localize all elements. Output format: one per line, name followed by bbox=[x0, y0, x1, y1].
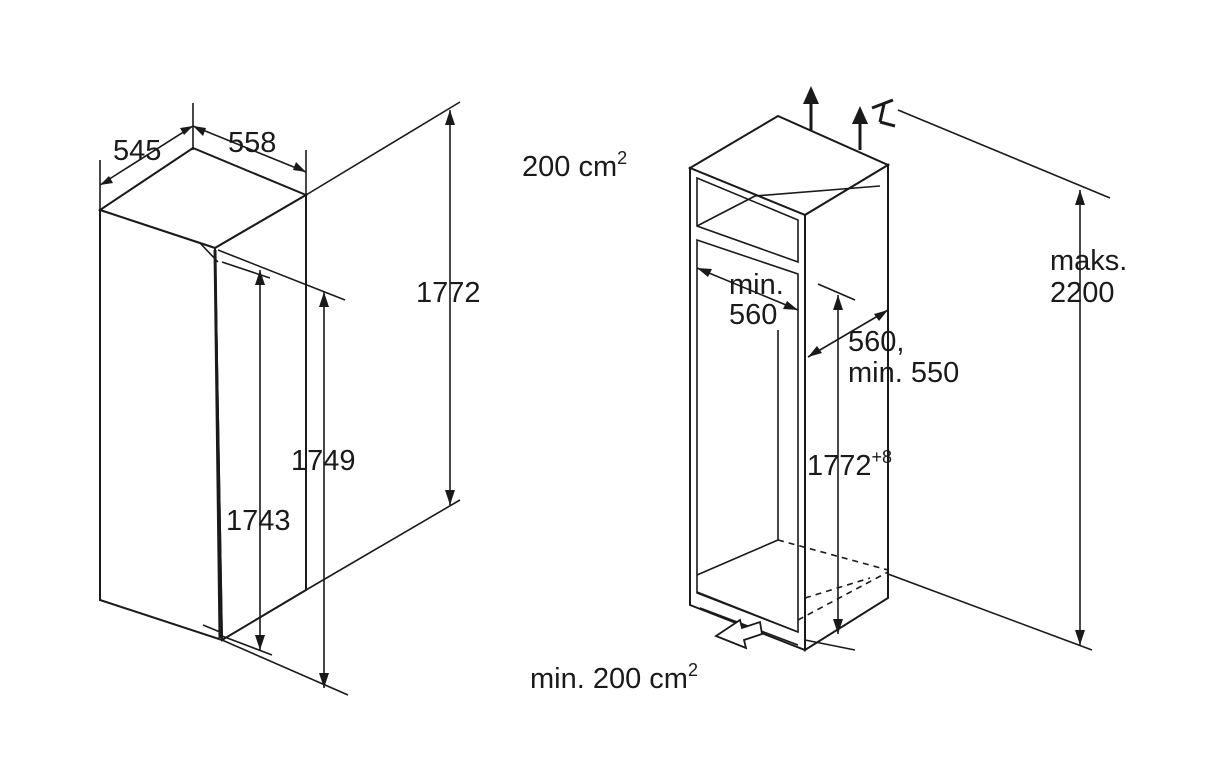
dim-width-arrow-right bbox=[293, 162, 306, 172]
dim-total-ext-bottom bbox=[305, 499, 461, 591]
label-height-door: 1749 bbox=[291, 445, 356, 477]
dim-niche-height-ext-top bbox=[817, 283, 856, 301]
dim-niche-height-arrow-top bbox=[833, 295, 843, 310]
break-symbol-icon bbox=[871, 98, 896, 128]
dim-niche-width-arrow-right bbox=[783, 301, 798, 310]
dim-1749-ext-bottom bbox=[221, 639, 349, 696]
label-niche-width-2: 560 bbox=[729, 299, 777, 331]
label-height-body: 1743 bbox=[226, 505, 291, 537]
label-total-height: 1772 bbox=[416, 277, 481, 309]
dim-depth-arrow-right bbox=[180, 126, 193, 135]
upper-shelf-rear bbox=[754, 185, 881, 197]
dim-1743-arrow-top bbox=[255, 270, 265, 285]
dim-niche-width-arrow-left bbox=[697, 268, 712, 277]
dim-1743-ext-bottom bbox=[221, 635, 273, 656]
label-niche-depth-2: min. 550 bbox=[848, 357, 959, 389]
label-vent-top: 200 cm2 bbox=[522, 148, 627, 183]
cabinet-side-face bbox=[804, 163, 889, 652]
dim-niche-height-ext-bottom bbox=[804, 639, 856, 651]
niche-floor-dashed-1 bbox=[777, 539, 889, 571]
dim-total-ext-top bbox=[305, 101, 461, 196]
dim-total-arrow-top bbox=[445, 110, 455, 125]
appliance-door bbox=[99, 208, 224, 642]
dim-total-arrow-bottom bbox=[445, 490, 455, 505]
label-vent-bottom: min. 200 cm2 bbox=[530, 660, 698, 695]
label-niche-width-1: min. bbox=[729, 269, 784, 301]
dim-niche-depth-arrow-right bbox=[874, 310, 888, 321]
niche-drawing bbox=[687, 86, 1111, 652]
label-max-height-2: 2200 bbox=[1050, 277, 1115, 309]
door-edge bbox=[213, 249, 222, 639]
label-depth: 545 bbox=[113, 135, 161, 167]
dim-depth-arrow-left bbox=[100, 176, 113, 185]
plinth-top bbox=[696, 591, 799, 633]
dim-1749-arrow-top bbox=[319, 292, 329, 307]
dim-1749-ext-top bbox=[217, 249, 346, 301]
dim-1743-ext-top bbox=[221, 261, 271, 279]
dim-max-arrow-top bbox=[1075, 190, 1085, 205]
label-niche-height: 1772+8 bbox=[807, 447, 892, 482]
door-hinge-bottom bbox=[202, 624, 221, 633]
dim-niche-width-line bbox=[696, 267, 799, 311]
dim-1749-arrow-bottom bbox=[319, 673, 329, 688]
appliance-drawing bbox=[97, 101, 461, 696]
air-inlet-arrow-icon bbox=[714, 618, 764, 650]
dim-width-line bbox=[192, 125, 307, 173]
label-niche-depth-1: 560, bbox=[848, 326, 904, 358]
niche-floor-dashed-2 bbox=[797, 571, 889, 621]
dim-width-arrow-left bbox=[193, 126, 206, 136]
dim-1743-arrow-bottom bbox=[255, 635, 265, 650]
dim-max-ext-bottom bbox=[887, 573, 1093, 651]
door-hinge-top bbox=[199, 242, 219, 263]
exhaust-arrow-1-icon bbox=[803, 86, 819, 104]
dim-niche-depth-arrow-left bbox=[808, 346, 822, 357]
exhaust-arrow-2-icon bbox=[852, 106, 868, 124]
dim-max-ext-top bbox=[897, 109, 1111, 199]
dim-niche-depth-line bbox=[807, 309, 889, 358]
label-width: 558 bbox=[228, 127, 276, 159]
niche-floor-left bbox=[696, 539, 779, 576]
label-max-height-1: maks. bbox=[1050, 245, 1127, 277]
dim-max-arrow-bottom bbox=[1075, 630, 1085, 645]
dim-depth-line bbox=[99, 125, 194, 186]
cabinet-upper-compartment bbox=[696, 176, 799, 264]
upper-shelf-back bbox=[696, 195, 756, 227]
dim-niche-height-arrow-bottom bbox=[833, 619, 843, 634]
